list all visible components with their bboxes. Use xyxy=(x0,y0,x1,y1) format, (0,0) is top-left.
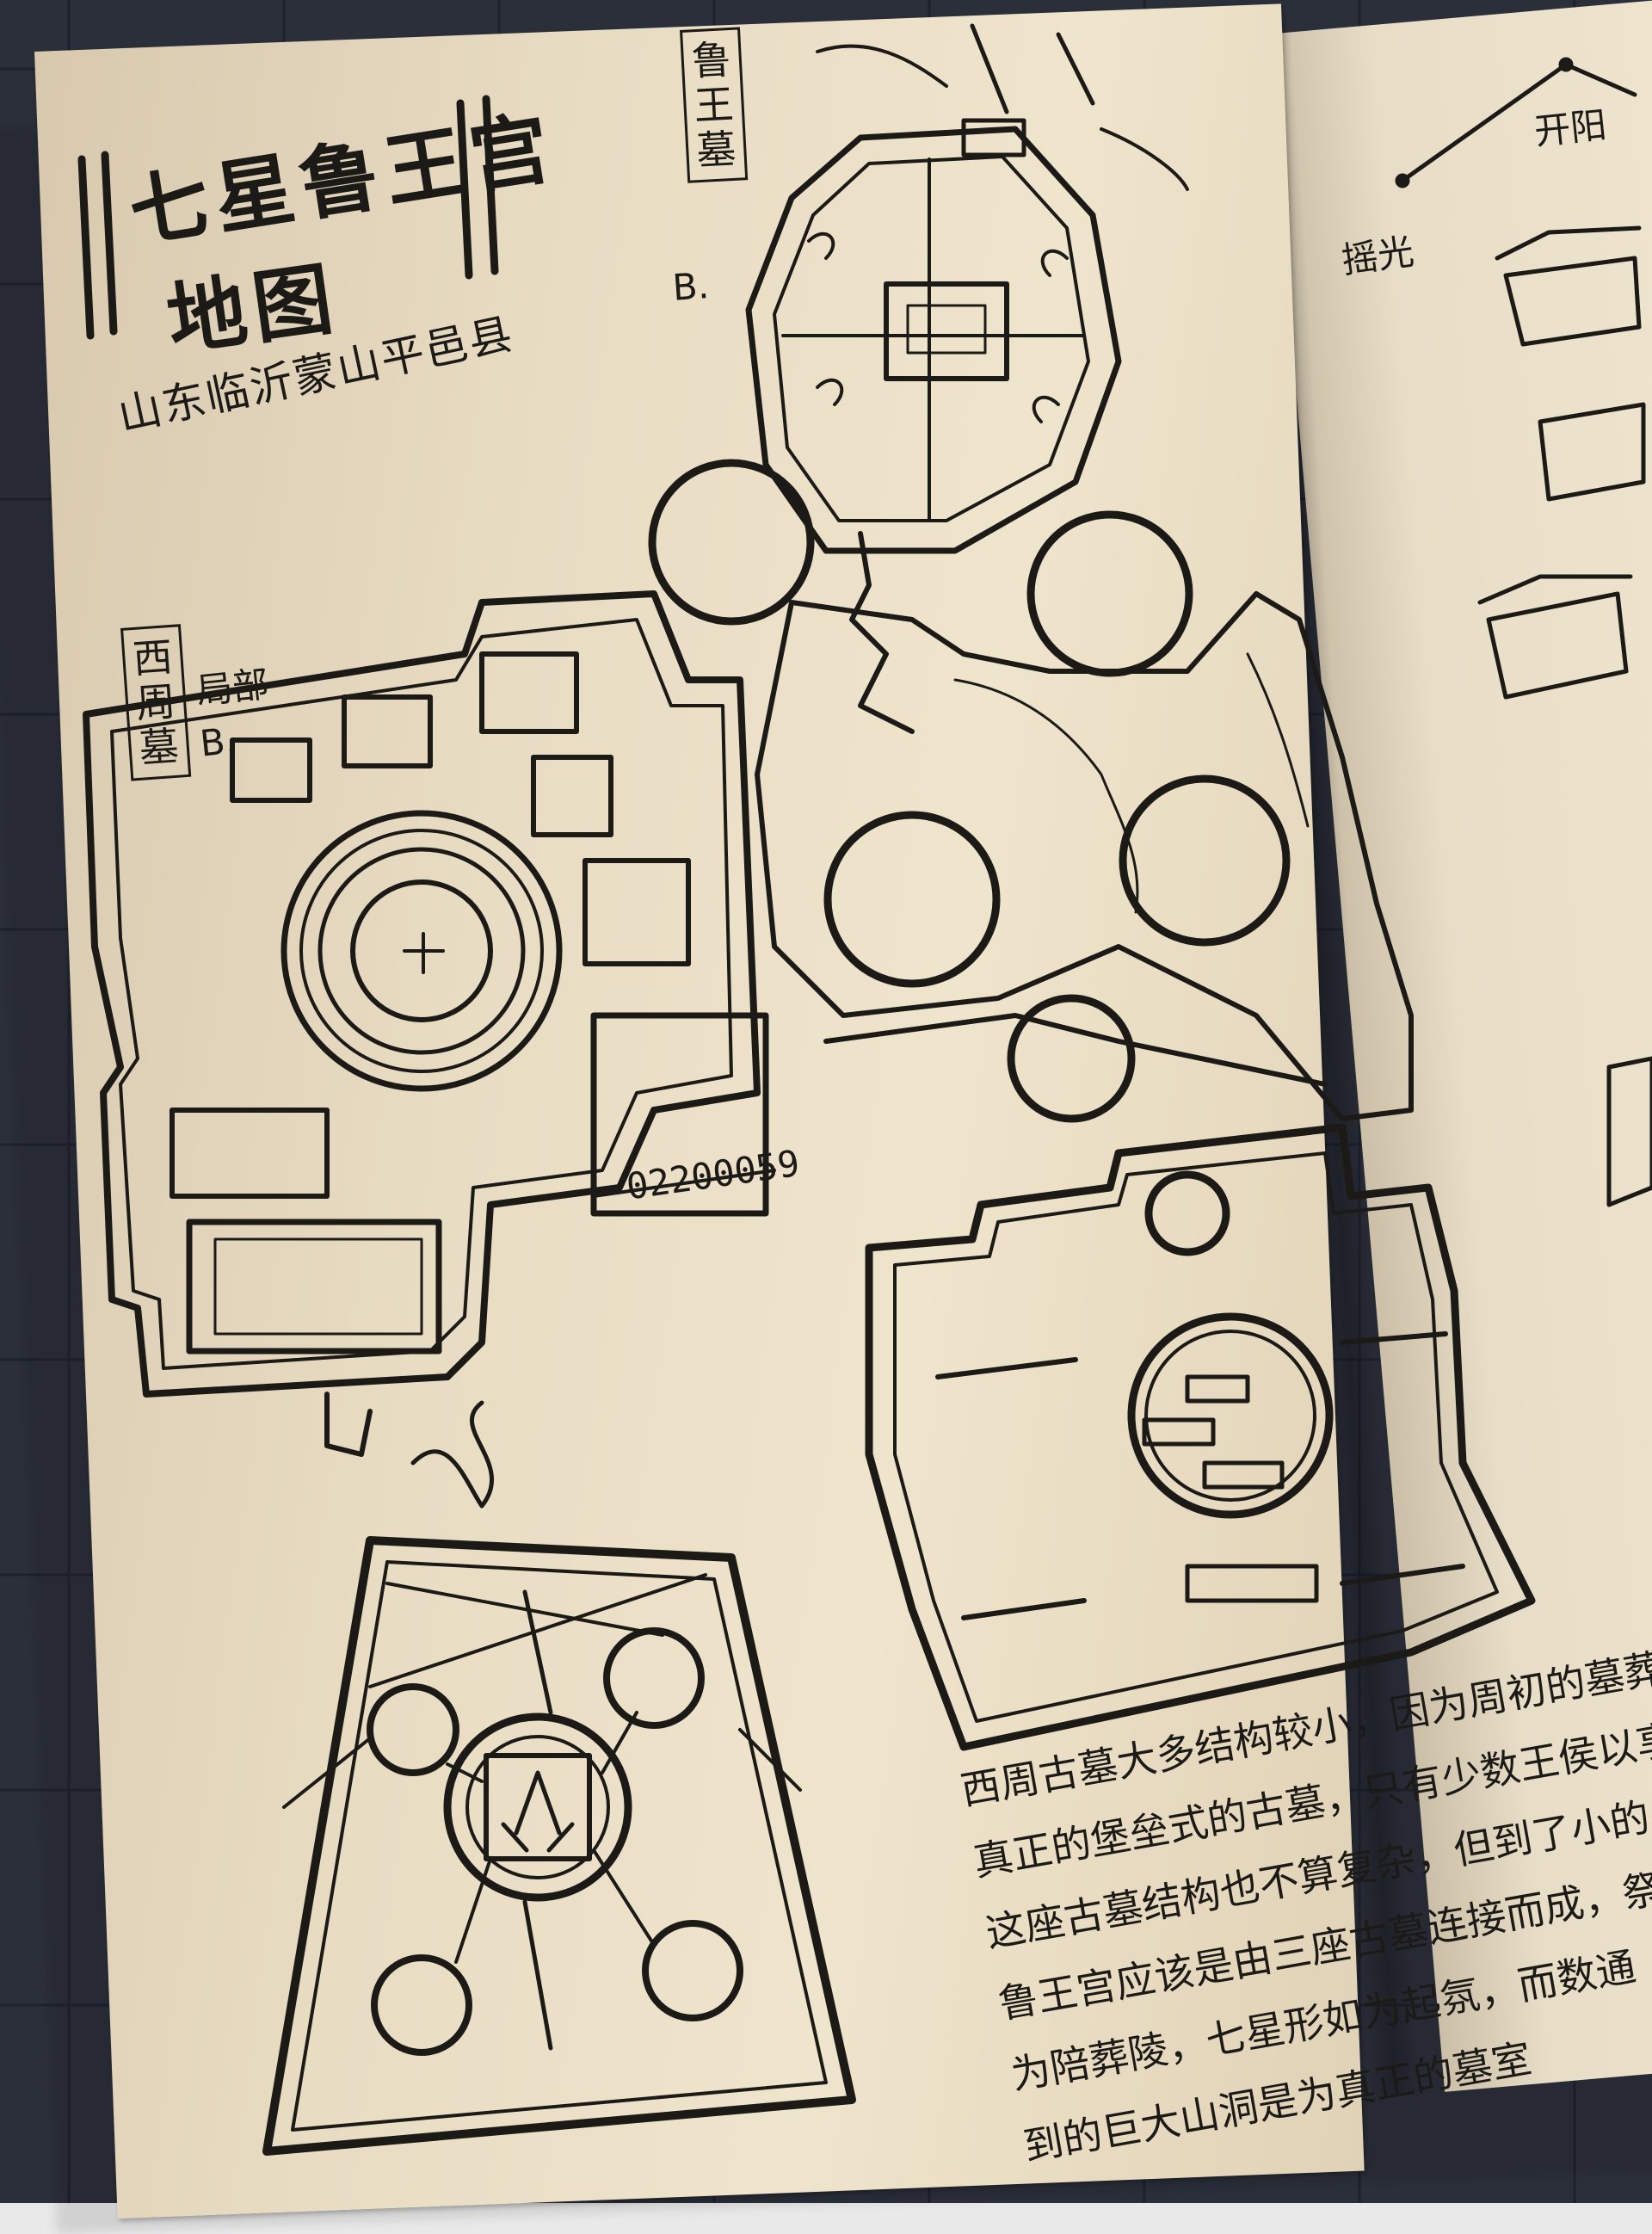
bottom-chamber xyxy=(262,1536,856,2156)
right-lower-tomb xyxy=(865,1123,1536,1751)
label-xi-zhou-tomb: 西周墓 xyxy=(120,624,192,781)
map-title-line-1: 七星鲁王宫 xyxy=(123,101,563,260)
handwritten-notes: 西周古墓大多结构较小，因为周初的墓葬， 真正的堡垒式的古墓，只有少数王侯以享用，… xyxy=(955,1618,1652,2182)
right-page-sketches xyxy=(1395,57,1652,1207)
marker-b2: B. xyxy=(198,719,239,765)
serial-number: 02200059 xyxy=(624,1141,803,1208)
marker-b1: B. xyxy=(671,264,711,309)
right-page-label-yaoguang: 摇光 xyxy=(1339,230,1417,282)
xi-zhou-tomb xyxy=(83,590,776,1509)
cave-region xyxy=(755,591,1414,1121)
lu-wang-chamber xyxy=(745,23,1189,734)
label-partial: 局部 xyxy=(194,663,271,713)
title-frame xyxy=(77,95,499,340)
right-page-label-kaiyang: 开阳 xyxy=(1532,103,1609,153)
label-lu-wang-tomb: 鲁王墓 xyxy=(680,27,749,183)
